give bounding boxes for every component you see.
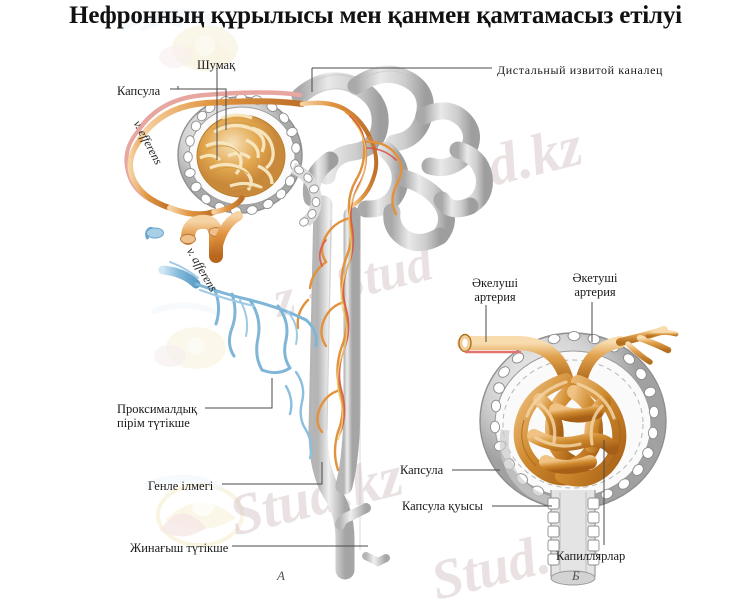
panel-id-a: А <box>277 568 285 583</box>
label-collecting-tubule: Жинағыш түтікше <box>130 541 229 555</box>
bowman-capsule-a <box>177 93 322 227</box>
label-glomerulus: Шумақ <box>197 58 236 72</box>
bowman-capsule-b <box>479 330 667 510</box>
label-v-afferens: v. afferens <box>183 245 221 295</box>
label-efferent-artery: Әкетуші артерия <box>572 271 618 299</box>
label-henle-loop: Генле ілмегі <box>148 479 214 493</box>
label-capsule-a: Капсула <box>117 84 161 98</box>
panel-id-b: Б <box>572 568 580 583</box>
watermark-text-1: Stud.kz <box>222 442 409 549</box>
label-capsule-cavity: Капсула қуысы <box>402 499 483 513</box>
label-capillaries: Капиллярлар <box>556 549 626 563</box>
watermark-text-5: d.kz <box>539 389 633 465</box>
watermark-text-3: z - Stud <box>267 234 439 329</box>
label-afferent-artery: Әкелуші артерия <box>472 276 518 304</box>
label-v-efferens: v. efferens <box>130 118 166 167</box>
page-title: Нефронның құрылысы мен қанмен қамтамасыз… <box>69 2 682 29</box>
figure-a-leader-lines <box>170 67 492 547</box>
label-capsule-b: Капсула <box>400 463 444 477</box>
watermark-text-2: d.kz <box>480 112 589 199</box>
label-distal-tubule: Дистальный извитой каналец <box>497 63 664 77</box>
label-proximal-tubule: Проксималдық пірім түтікше <box>117 402 198 430</box>
